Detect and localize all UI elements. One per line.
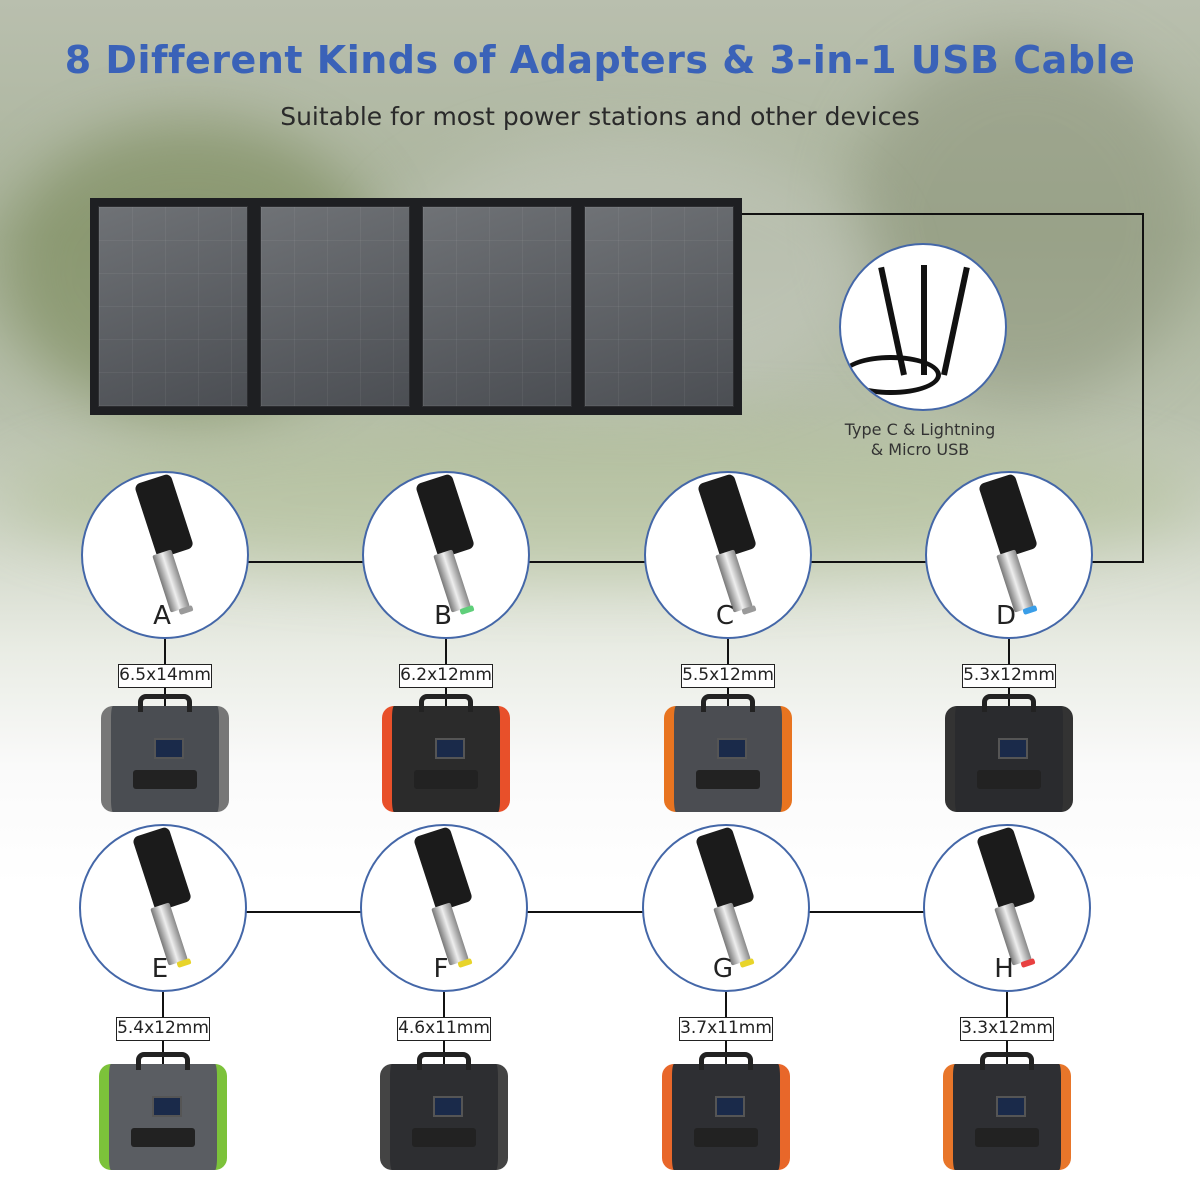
device-screen [435, 737, 466, 759]
connector-line [742, 213, 1144, 215]
connector-line [1090, 561, 1144, 563]
adapter-circle-h: H [923, 824, 1091, 992]
adapter-plug-icon [694, 826, 756, 913]
adapter-size-label: 6.5x14mm [118, 664, 212, 688]
power-station-image [943, 1052, 1071, 1170]
connector-line [725, 992, 727, 1017]
device-screen [996, 1095, 1027, 1117]
device-handle [419, 694, 473, 712]
device-outlets [976, 769, 1042, 789]
adapter-size-label: 5.3x12mm [962, 664, 1056, 688]
page-title: 8 Different Kinds of Adapters & 3-in-1 U… [64, 38, 1136, 82]
cable-caption: Type C & Lightning & Micro USB [820, 420, 1020, 460]
device-screen [717, 737, 748, 759]
adapter-size-label: 5.5x12mm [681, 664, 775, 688]
adapter-letter: C [715, 601, 735, 631]
device-outlets [413, 769, 479, 789]
connector-line [1142, 213, 1144, 563]
connector-line [527, 911, 645, 913]
usb-cable-image [839, 243, 1007, 411]
connector-line [445, 639, 447, 664]
device-screen [433, 1095, 464, 1117]
adapter-circle-d: D [925, 471, 1093, 639]
cable-wire [921, 265, 927, 375]
adapter-letter: E [151, 954, 169, 984]
connector-line [246, 911, 364, 913]
power-station-image [662, 1052, 790, 1170]
adapter-circle-g: G [642, 824, 810, 992]
solar-cell [584, 206, 734, 407]
device-handle [980, 1052, 1034, 1070]
adapter-letter: D [995, 601, 1017, 631]
device-outlets [695, 769, 761, 789]
adapter-size-label: 6.2x12mm [399, 664, 493, 688]
power-station-image [664, 694, 792, 812]
adapter-letter: G [712, 954, 734, 984]
device-outlets [132, 769, 198, 789]
adapter-letter: F [433, 954, 449, 984]
connector-line [162, 992, 164, 1017]
connector-line [1008, 639, 1010, 664]
device-screen [152, 1095, 183, 1117]
cable-caption-line1: Type C & Lightning [844, 420, 996, 439]
device-handle [699, 1052, 753, 1070]
adapter-circle-f: F [360, 824, 528, 992]
device-handle [417, 1052, 471, 1070]
device-screen [998, 737, 1029, 759]
connector-line [811, 561, 929, 563]
device-handle [136, 1052, 190, 1070]
device-handle [982, 694, 1036, 712]
device-outlets [130, 1127, 196, 1147]
adapter-plug-icon [977, 473, 1039, 560]
adapter-size-label: 3.7x11mm [679, 1017, 773, 1041]
power-station-image [945, 694, 1073, 812]
adapter-plug-icon [975, 826, 1037, 913]
solar-cell [422, 206, 572, 407]
solar-cell [98, 206, 248, 407]
connector-line [809, 911, 927, 913]
device-outlets [693, 1127, 759, 1147]
adapter-circle-e: E [79, 824, 247, 992]
cable-wire [941, 266, 970, 376]
adapter-plug-icon [412, 826, 474, 913]
adapter-plug-icon [414, 473, 476, 560]
power-station-image [101, 694, 229, 812]
device-screen [715, 1095, 746, 1117]
power-station-image [382, 694, 510, 812]
connector-line [529, 561, 647, 563]
adapter-size-label: 5.4x12mm [116, 1017, 210, 1041]
adapter-letter: B [434, 601, 452, 631]
device-screen [154, 737, 185, 759]
page-subtitle: Suitable for most power stations and oth… [280, 102, 920, 131]
device-handle [701, 694, 755, 712]
connector-line [443, 992, 445, 1017]
adapter-circle-b: B [362, 471, 530, 639]
adapter-circle-a: A [81, 471, 249, 639]
device-outlets [411, 1127, 477, 1147]
cable-coil [841, 355, 941, 395]
connector-line [727, 639, 729, 664]
power-station-image [99, 1052, 227, 1170]
adapter-plug-icon [133, 473, 195, 560]
adapter-letter: A [153, 601, 171, 631]
device-outlets [974, 1127, 1040, 1147]
power-station-image [380, 1052, 508, 1170]
adapter-size-label: 3.3x12mm [960, 1017, 1054, 1041]
connector-line [248, 561, 366, 563]
adapter-size-label: 4.6x11mm [397, 1017, 491, 1041]
solar-panel-image [90, 198, 742, 415]
adapter-plug-icon [696, 473, 758, 560]
adapter-letter: H [994, 954, 1014, 984]
adapter-plug-icon [131, 826, 193, 913]
cable-caption-line2: & Micro USB [870, 440, 970, 459]
connector-line [1006, 992, 1008, 1017]
adapter-circle-c: C [644, 471, 812, 639]
solar-cell [260, 206, 410, 407]
device-handle [138, 694, 192, 712]
connector-line [164, 639, 166, 664]
